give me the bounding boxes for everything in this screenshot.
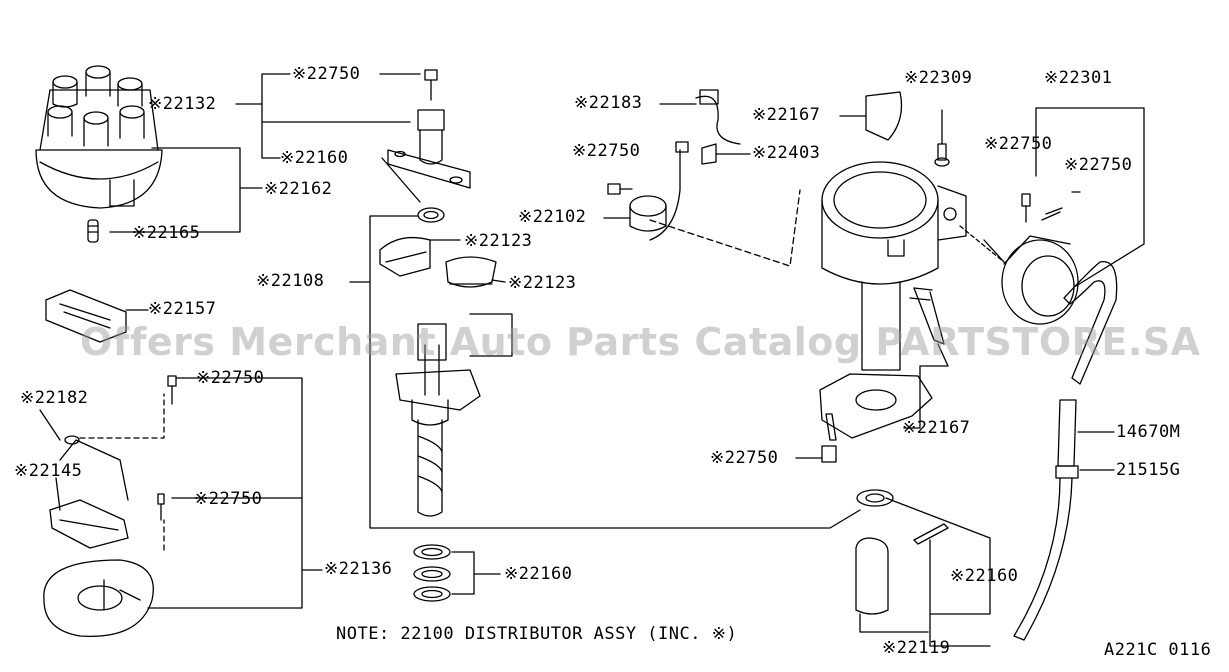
part-label: ※22145 bbox=[14, 461, 83, 481]
part-label: ※22160 bbox=[950, 566, 1019, 586]
distributor-cap-drawing bbox=[35, 65, 163, 209]
part-label: ※22123 bbox=[508, 273, 577, 293]
footnote: NOTE: 22100 DISTRIBUTOR ASSY (INC. ※) bbox=[336, 624, 738, 644]
part-label: ※22167 bbox=[902, 418, 971, 438]
part-label: ※22132 bbox=[148, 94, 217, 114]
part-label: 21515G bbox=[1116, 460, 1181, 480]
diagram-code: A221C 0116 bbox=[1104, 640, 1212, 660]
part-label: ※22750 bbox=[572, 141, 641, 161]
vacuum-hose-drawing bbox=[1013, 261, 1118, 641]
part-label: ※22301 bbox=[1044, 68, 1113, 88]
part-label: ※22750 bbox=[194, 489, 263, 509]
vacuum-advance-drawing bbox=[983, 235, 1079, 325]
part-label: ※22182 bbox=[20, 388, 89, 408]
distributor-shaft-drawing bbox=[395, 323, 481, 517]
ignition-unit-drawing bbox=[387, 69, 471, 189]
part-label: 14670M bbox=[1116, 422, 1181, 442]
watermark: Offers Merchant Auto Parts Catalog PARTS… bbox=[80, 320, 1201, 364]
part-label: ※22102 bbox=[518, 207, 587, 227]
part-label: ※22119 bbox=[882, 638, 951, 658]
base-plate-drawing bbox=[45, 289, 127, 343]
part-label: ※22750 bbox=[1064, 155, 1133, 175]
part-label: ※22160 bbox=[504, 564, 573, 584]
part-label: ※22750 bbox=[196, 368, 265, 388]
distributor-housing-drawing bbox=[819, 161, 967, 439]
carbon-brush-drawing bbox=[87, 219, 99, 243]
part-label: ※22108 bbox=[256, 271, 325, 291]
part-label: ※22750 bbox=[292, 64, 361, 84]
part-label: ※22167 bbox=[752, 105, 821, 125]
advance-weights-drawing bbox=[379, 236, 497, 288]
part-label: ※22162 bbox=[264, 179, 333, 199]
condenser-drawing bbox=[629, 195, 667, 232]
part-label: ※22165 bbox=[132, 223, 201, 243]
part-label: ※22136 bbox=[324, 559, 393, 579]
part-label: ※22403 bbox=[752, 143, 821, 163]
part-label: ※22157 bbox=[148, 299, 217, 319]
part-label: ※22309 bbox=[904, 68, 973, 88]
washers-drawing bbox=[413, 544, 451, 602]
part-label: ※22183 bbox=[574, 93, 643, 113]
part-label: ※22750 bbox=[984, 134, 1053, 154]
part-label: ※22160 bbox=[280, 148, 349, 168]
breaker-plate-drawing bbox=[43, 435, 154, 638]
part-label: ※22750 bbox=[710, 448, 779, 468]
part-label: ※22123 bbox=[464, 231, 533, 251]
